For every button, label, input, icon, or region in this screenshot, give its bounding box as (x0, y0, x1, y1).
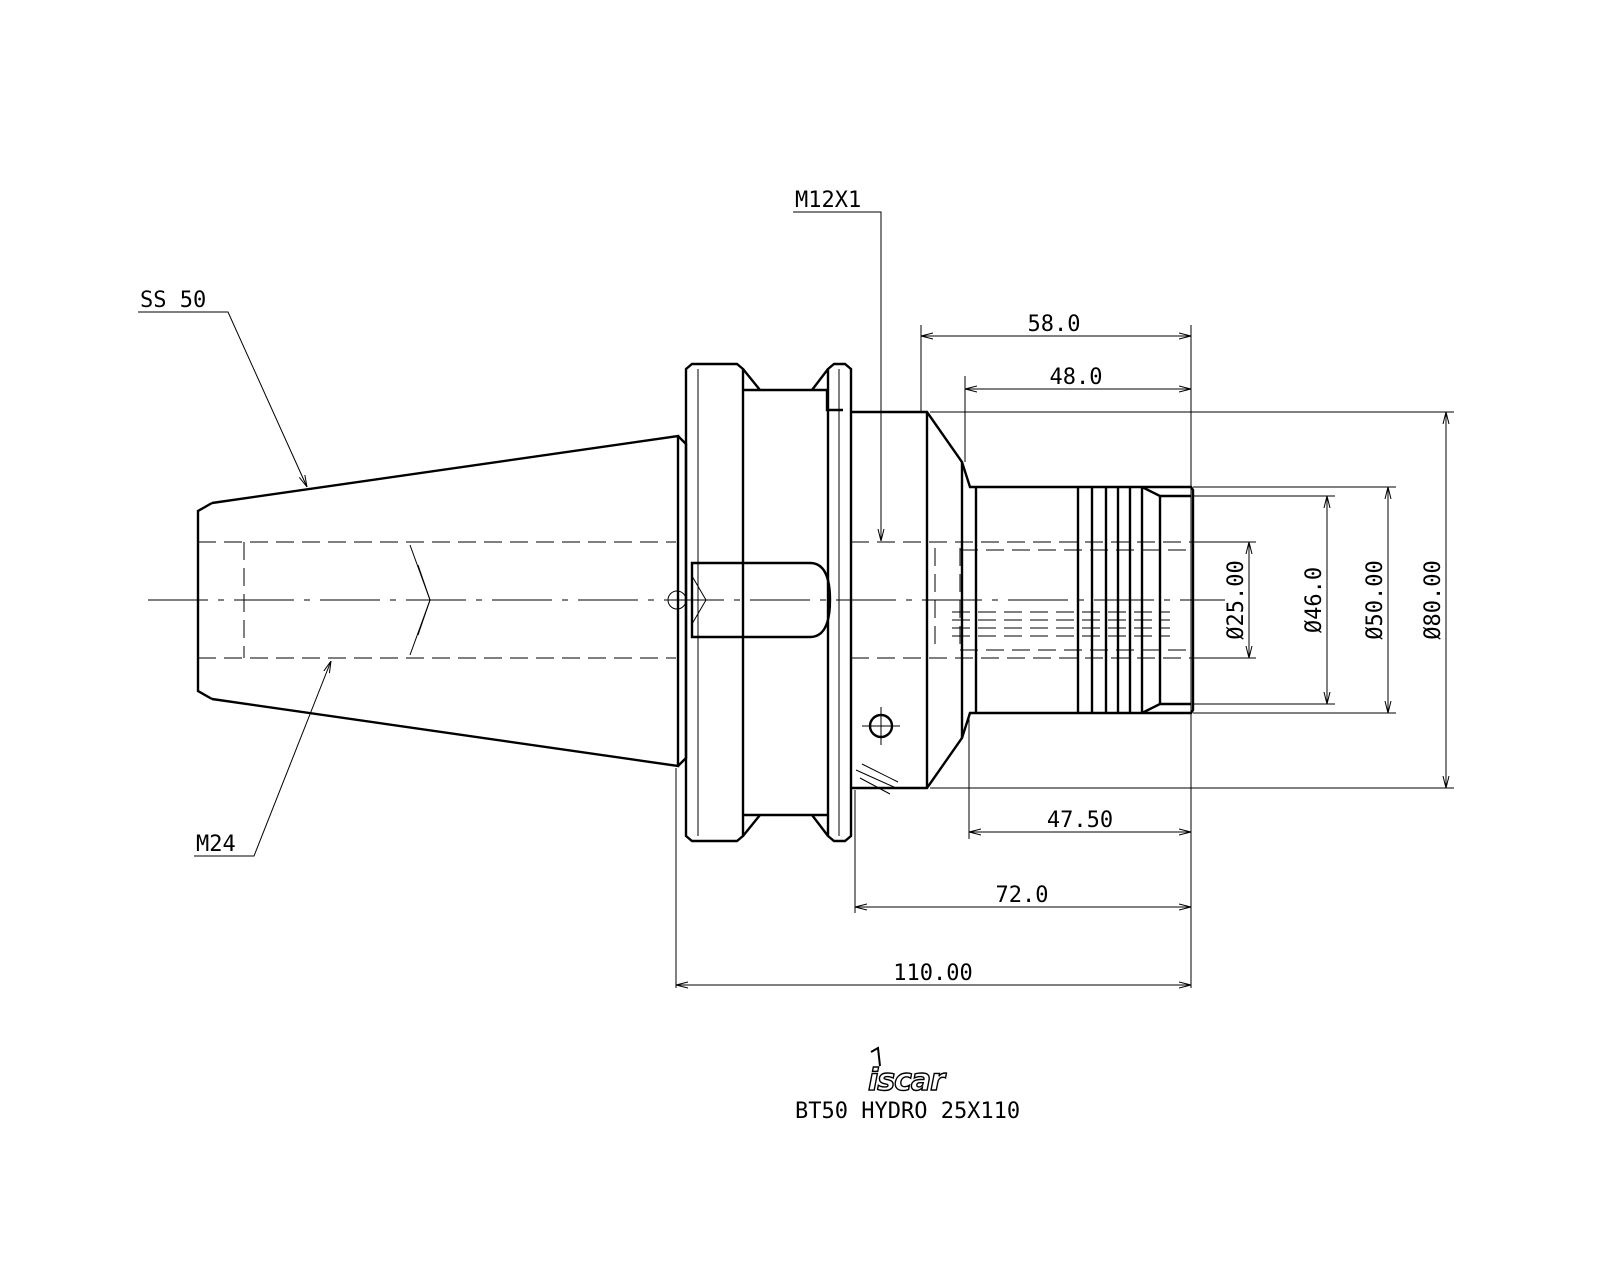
svg-text:iscar: iscar (868, 1063, 947, 1098)
chuck-body (851, 410, 1195, 795)
dim-48-label: 48.0 (1050, 365, 1103, 390)
part-name: BT50 HYDRO 25X110 (795, 1099, 1020, 1124)
taper-shank (196, 434, 688, 768)
taper-ss50-label: SS 50 (140, 288, 206, 313)
dim-110-label: 110.00 (893, 961, 972, 986)
dim-4750-label: 47.50 (1047, 808, 1113, 833)
dia-46-label: Ø46.0 (1302, 567, 1327, 633)
iscar-logo: iscar (867, 1046, 949, 1099)
dimension-lines (676, 336, 1446, 985)
dia-50-label: Ø50.00 (1363, 560, 1388, 639)
leaders (138, 211, 881, 857)
dia-25-label: Ø25.00 (1224, 560, 1249, 639)
thread-m12-label: M12X1 (795, 188, 861, 213)
dim-58-label: 58.0 (1028, 312, 1081, 337)
extension-lines (675, 325, 1454, 988)
thread-m24-label: M24 (196, 832, 236, 857)
flange (667, 362, 853, 843)
dia-80-label: Ø80.00 (1421, 560, 1446, 639)
dim-72-label: 72.0 (996, 883, 1049, 908)
